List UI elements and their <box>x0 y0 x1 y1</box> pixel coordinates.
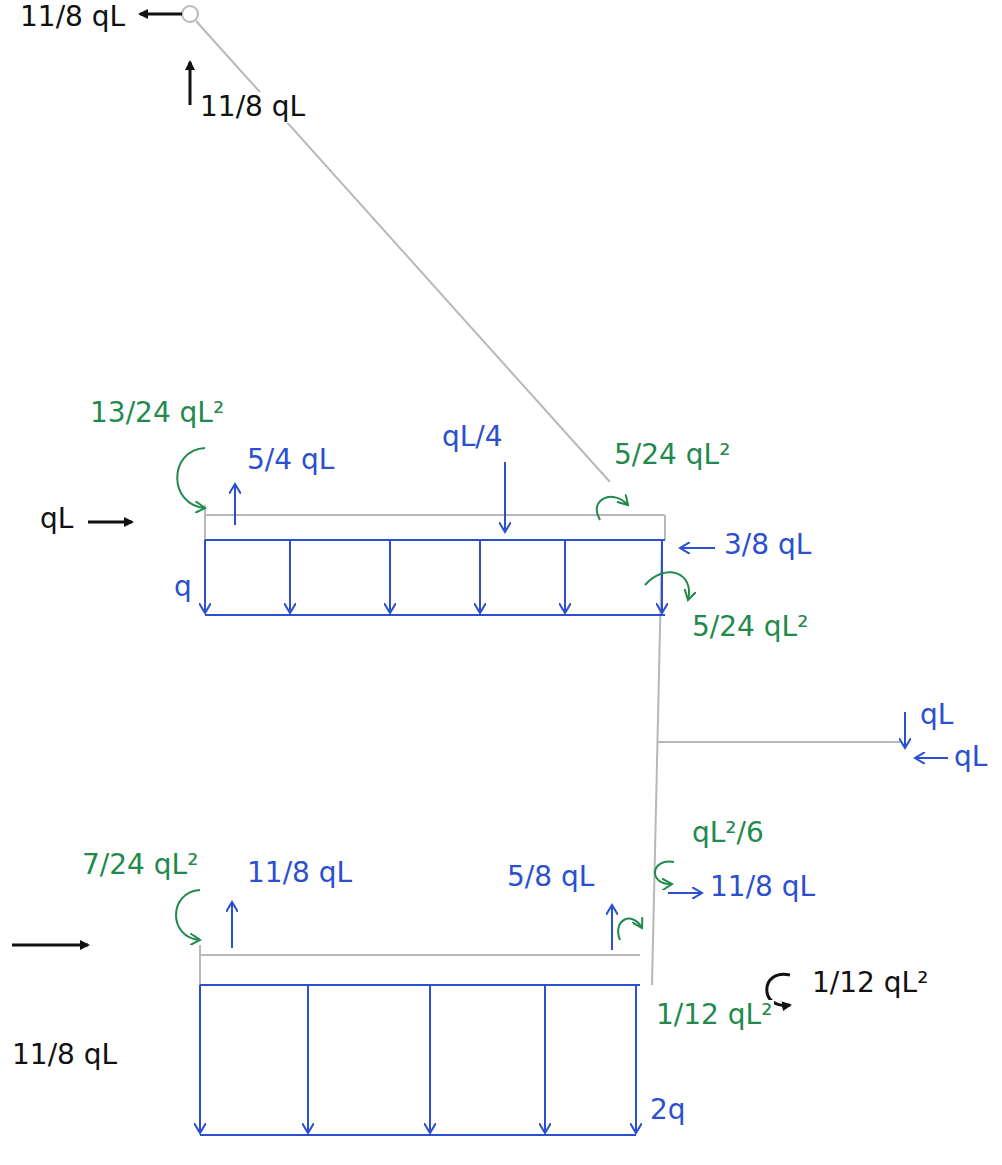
force-label: 3/8 qL <box>722 530 813 561</box>
force-label: 5/8 qL <box>505 862 596 893</box>
force-label: 11/8 qL <box>245 858 354 889</box>
moment-label: 7/24 qL² <box>80 850 200 881</box>
reaction-force-label: 11/8 qL <box>18 2 127 33</box>
moment-label: 5/24 qL² <box>690 612 810 643</box>
moment-label: 1/12 qL² <box>654 1000 774 1031</box>
force-label: 5/4 qL <box>245 445 336 476</box>
moment-label: 5/24 qL² <box>612 440 732 471</box>
load-intensity-label: q <box>172 572 194 603</box>
force-label: qL <box>952 742 989 773</box>
load-intensity-label: 2q <box>648 1095 688 1126</box>
moment-label: 1/12 qL² <box>810 968 930 999</box>
force-label: qL/4 <box>440 422 505 453</box>
reaction-force-label: 11/8 qL <box>198 92 307 123</box>
moment-label: qL²/6 <box>690 818 766 849</box>
reaction-force-label: 11/8 qL <box>10 1040 119 1071</box>
force-label: qL <box>918 700 955 731</box>
force-label: 11/8 qL <box>708 872 817 903</box>
moment-label: 13/24 qL² <box>88 398 226 429</box>
force-label: qL <box>38 504 75 535</box>
